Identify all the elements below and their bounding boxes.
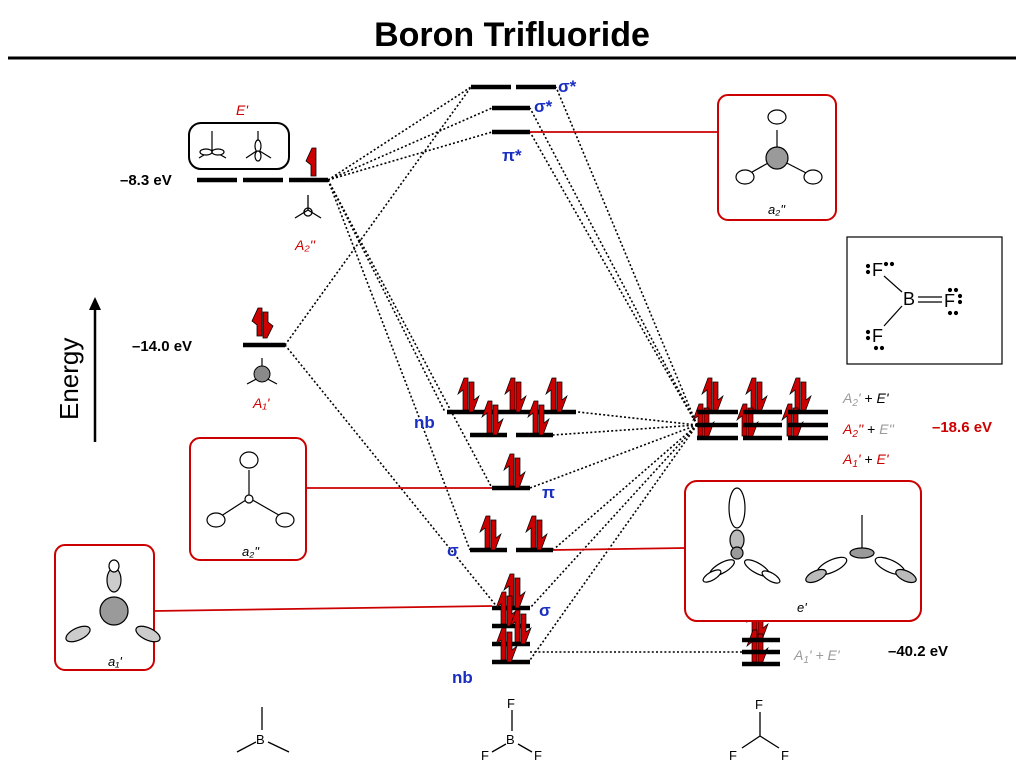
atom-b-left: B	[256, 732, 265, 747]
electron-pair-icon	[479, 515, 502, 551]
boron-trigonal-sketch-icon	[294, 195, 322, 219]
electron-pair-icon	[545, 377, 568, 413]
boron-s-orbital-sketch-icon	[246, 358, 278, 385]
axis-label: Energy	[54, 338, 84, 420]
atom-f-right-right: F	[781, 748, 789, 763]
label-nb-upper: nb	[414, 413, 435, 432]
electron-pair-icon	[527, 400, 550, 436]
label-nb-lower: nb	[452, 668, 473, 687]
label-f-row3: A1' + E'	[842, 451, 890, 470]
atom-b-center: B	[506, 732, 515, 747]
fluorine-s-levels	[742, 637, 780, 667]
lewis-structure-box	[846, 236, 1003, 365]
label-sigma-low: σ	[539, 601, 551, 620]
electron-pair-icon	[495, 627, 518, 663]
panel-label-a2pp-top: a₂''	[768, 202, 786, 217]
fluorine-p-levels	[697, 409, 828, 441]
electron-pair-icon	[746, 629, 769, 665]
electron-pair-icon	[525, 515, 548, 551]
energy-axis-arrow-icon	[89, 297, 101, 310]
electron-e-prime-icon	[305, 147, 317, 177]
label-pi: π	[542, 483, 555, 502]
lewis-structure-icon: F B F F	[865, 260, 963, 351]
label-boron-e-prime: E'	[236, 102, 249, 118]
e-prime-orbital-icon	[702, 487, 917, 584]
energy-a1: –14.0 eV	[132, 338, 192, 355]
svg-text:F: F	[872, 260, 883, 280]
electron-pair-icon	[503, 453, 526, 489]
label-boron-a1: A₁'	[252, 395, 271, 411]
energy-e-prime: –8.3 eV	[120, 172, 172, 189]
a1p-orbital-icon	[65, 559, 161, 643]
correlation-lines	[284, 86, 742, 661]
atom-f-center-left: F	[481, 748, 489, 763]
orbital-connectors	[153, 131, 718, 612]
atom-f-center-right: F	[534, 748, 542, 763]
label-boron-a2pp: A₂''	[294, 237, 316, 253]
electron-pair-icon	[457, 377, 480, 413]
electron-pair-icon	[789, 377, 812, 413]
electron-pair-icon	[745, 377, 768, 413]
atom-f-right-top: F	[755, 697, 763, 712]
panel-label-a2pp-left: a₂''	[242, 544, 260, 559]
bf3-molecule-icon	[491, 710, 533, 753]
fragment-orbital-icon	[198, 131, 272, 162]
borane-fragment-icon	[236, 707, 290, 753]
energy-fluorine-p: –18.6 eV	[932, 419, 992, 436]
svg-text:B: B	[903, 289, 915, 309]
e-prime-orbital-box	[188, 122, 290, 170]
atom-f-right-left: F	[729, 748, 737, 763]
electron-pair-a1-icon	[251, 307, 274, 339]
label-f-bottom: A1' + E'	[793, 647, 841, 666]
electron-pair-icon	[701, 377, 724, 413]
label-sigma-star-top: σ*	[558, 77, 577, 96]
electron-pair-icon	[504, 377, 527, 413]
label-f-row1: A2' + E'	[842, 390, 890, 409]
atom-f-center-top: F	[507, 696, 515, 711]
label-sigma-star-mid: σ*	[534, 97, 553, 116]
label-f-row2: A2'' + E''	[842, 421, 895, 440]
mo-levels	[447, 84, 576, 665]
a2pp-left-orbital-icon	[206, 451, 295, 528]
f3-fragment-icon	[741, 712, 780, 749]
panel-label-a1p: a₁'	[108, 654, 122, 669]
electron-pair-icon	[481, 400, 504, 436]
label-pi-star: π*	[502, 146, 522, 165]
panel-label-e-prime: e'	[797, 600, 807, 615]
label-sigma-mid: σ	[447, 541, 459, 560]
energy-fluorine-s: –40.2 eV	[888, 643, 948, 660]
electron-pair-icon	[509, 609, 532, 645]
svg-text:F: F	[944, 291, 955, 311]
svg-text:F: F	[872, 326, 883, 346]
a2pp-pi-orbital-icon	[735, 109, 823, 185]
diagram-title: Boron Trifluoride	[374, 16, 650, 54]
